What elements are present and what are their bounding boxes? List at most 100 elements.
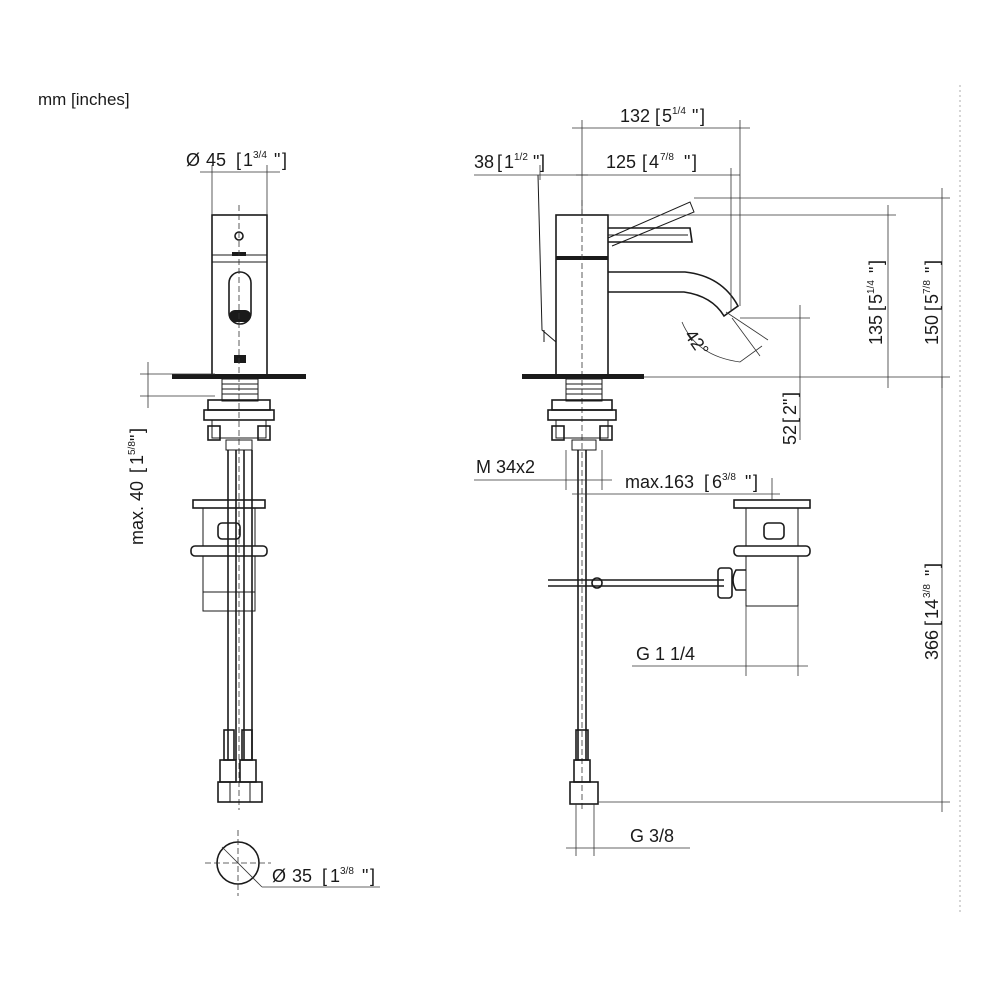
front-spout-outlet bbox=[228, 271, 252, 325]
svg-text:6: 6 bbox=[712, 472, 722, 492]
svg-text:1: 1 bbox=[330, 866, 340, 886]
svg-text:G 3/8: G 3/8 bbox=[630, 826, 674, 846]
front-faucet-body bbox=[211, 214, 268, 376]
front-view bbox=[172, 205, 306, 810]
svg-text:5: 5 bbox=[922, 294, 942, 304]
svg-text:1/4: 1/4 bbox=[866, 280, 877, 294]
svg-text:]: ] bbox=[922, 260, 942, 265]
svg-text:[: [ bbox=[642, 152, 647, 172]
svg-text:52: 52 bbox=[780, 425, 800, 445]
side-base-plate bbox=[522, 374, 644, 379]
svg-text:[: [ bbox=[922, 621, 942, 626]
svg-text:132: 132 bbox=[620, 106, 650, 126]
svg-text:[: [ bbox=[236, 150, 241, 170]
svg-text:3/8: 3/8 bbox=[922, 584, 933, 598]
svg-text:45: 45 bbox=[206, 150, 226, 170]
front-base-plate bbox=[172, 374, 306, 379]
svg-text:]: ] bbox=[370, 866, 375, 886]
svg-text:]: ] bbox=[922, 563, 942, 568]
svg-text:135: 135 bbox=[866, 315, 886, 345]
svg-text:[: [ bbox=[322, 866, 327, 886]
svg-text:M 34x2: M 34x2 bbox=[476, 457, 535, 477]
dim-depth-125: 125 [ 4 7/8 " ] bbox=[576, 152, 740, 310]
svg-text:5/8: 5/8 bbox=[127, 441, 138, 455]
svg-text:35: 35 bbox=[292, 866, 312, 886]
svg-text:]: ] bbox=[692, 152, 697, 172]
svg-text:": " bbox=[922, 570, 942, 576]
svg-text:": " bbox=[745, 472, 751, 492]
svg-text:]: ] bbox=[780, 392, 800, 397]
svg-text:[: [ bbox=[127, 468, 147, 473]
svg-text:[: [ bbox=[655, 106, 660, 126]
svg-text:G 1 1/4: G 1 1/4 bbox=[636, 644, 695, 664]
svg-text:1: 1 bbox=[127, 455, 147, 465]
svg-text:4: 4 bbox=[649, 152, 659, 172]
dim-offset-38: 38 [ 1 1/2 " ] bbox=[474, 152, 588, 180]
svg-text:1/4: 1/4 bbox=[672, 106, 686, 117]
dim-g-3-8: G 3/8 bbox=[566, 804, 690, 856]
svg-text:[: [ bbox=[922, 306, 942, 311]
svg-text:3/4: 3/4 bbox=[253, 150, 267, 161]
svg-text:3/8: 3/8 bbox=[340, 866, 354, 877]
front-drain-cap bbox=[192, 499, 266, 509]
svg-text:[: [ bbox=[497, 152, 502, 172]
dim-height-150: 150 [ 5 7/8 " ] bbox=[694, 188, 950, 388]
svg-text:38: 38 bbox=[474, 152, 494, 172]
svg-text:]: ] bbox=[282, 150, 287, 170]
svg-text:[: [ bbox=[780, 418, 800, 423]
side-drain-cap bbox=[733, 499, 811, 509]
svg-text:": " bbox=[533, 152, 539, 172]
svg-text:": " bbox=[866, 267, 886, 273]
svg-text:]: ] bbox=[540, 152, 545, 172]
svg-text:": " bbox=[127, 435, 147, 441]
svg-text:": " bbox=[692, 106, 698, 126]
svg-text:5: 5 bbox=[662, 106, 672, 126]
dim-max-40: max. 40 [ 1 5/8 " ] bbox=[127, 362, 215, 545]
front-hose-nuts bbox=[217, 781, 263, 803]
svg-text:": " bbox=[780, 399, 800, 405]
dim-diameter-35: Ø 35 [ 1 3/8 " ] bbox=[205, 830, 380, 896]
svg-text:7/8: 7/8 bbox=[922, 280, 933, 294]
svg-text:1/2: 1/2 bbox=[514, 152, 528, 163]
svg-text:1: 1 bbox=[504, 152, 514, 172]
svg-text:": " bbox=[362, 866, 368, 886]
dim-height-52: 52 [ 2 " ] bbox=[644, 305, 810, 445]
svg-text:": " bbox=[684, 152, 690, 172]
svg-text:[: [ bbox=[866, 306, 886, 311]
side-spout bbox=[608, 271, 740, 318]
svg-text:7/8: 7/8 bbox=[660, 152, 674, 163]
dim-height-135: 135 [ 5 1/4 " ] bbox=[608, 205, 896, 388]
svg-text:": " bbox=[274, 150, 280, 170]
svg-text:]: ] bbox=[753, 472, 758, 492]
svg-text:125: 125 bbox=[606, 152, 636, 172]
svg-text:max.163: max.163 bbox=[625, 472, 694, 492]
side-view bbox=[522, 174, 811, 810]
svg-text:150: 150 bbox=[922, 315, 942, 345]
side-lever bbox=[608, 227, 693, 243]
svg-text:max. 40: max. 40 bbox=[127, 481, 147, 545]
svg-text:]: ] bbox=[127, 428, 147, 433]
svg-text:Ø: Ø bbox=[272, 866, 286, 886]
dim-diameter-45: Ø 45 [ 1 3/4 " ] bbox=[186, 150, 287, 215]
dim-depth-132: 132 [ 5 1/4 " ] bbox=[572, 106, 750, 306]
svg-text:]: ] bbox=[866, 260, 886, 265]
svg-text:42°: 42° bbox=[681, 326, 713, 360]
svg-text:5: 5 bbox=[866, 294, 886, 304]
svg-text:": " bbox=[922, 267, 942, 273]
svg-text:2: 2 bbox=[780, 405, 800, 415]
svg-text:]: ] bbox=[700, 106, 705, 126]
svg-text:3/8: 3/8 bbox=[722, 472, 736, 483]
svg-text:1: 1 bbox=[243, 150, 253, 170]
svg-text:366: 366 bbox=[922, 630, 942, 660]
dim-thread-m34: M 34x2 bbox=[474, 450, 612, 490]
dim-g-1-1-4: G 1 1/4 bbox=[632, 606, 808, 676]
dim-height-366: 366 [ 14 3/8 " ] bbox=[598, 377, 950, 812]
dim-max-163: max.163 [ 6 3/8 " ] bbox=[572, 472, 780, 500]
svg-text:[: [ bbox=[704, 472, 709, 492]
svg-text:Ø: Ø bbox=[186, 150, 200, 170]
side-hose-nut bbox=[569, 781, 599, 805]
dim-angle-42: 42° bbox=[681, 311, 769, 363]
svg-text:14: 14 bbox=[922, 599, 942, 619]
units-note: mm [inches] bbox=[38, 90, 130, 109]
